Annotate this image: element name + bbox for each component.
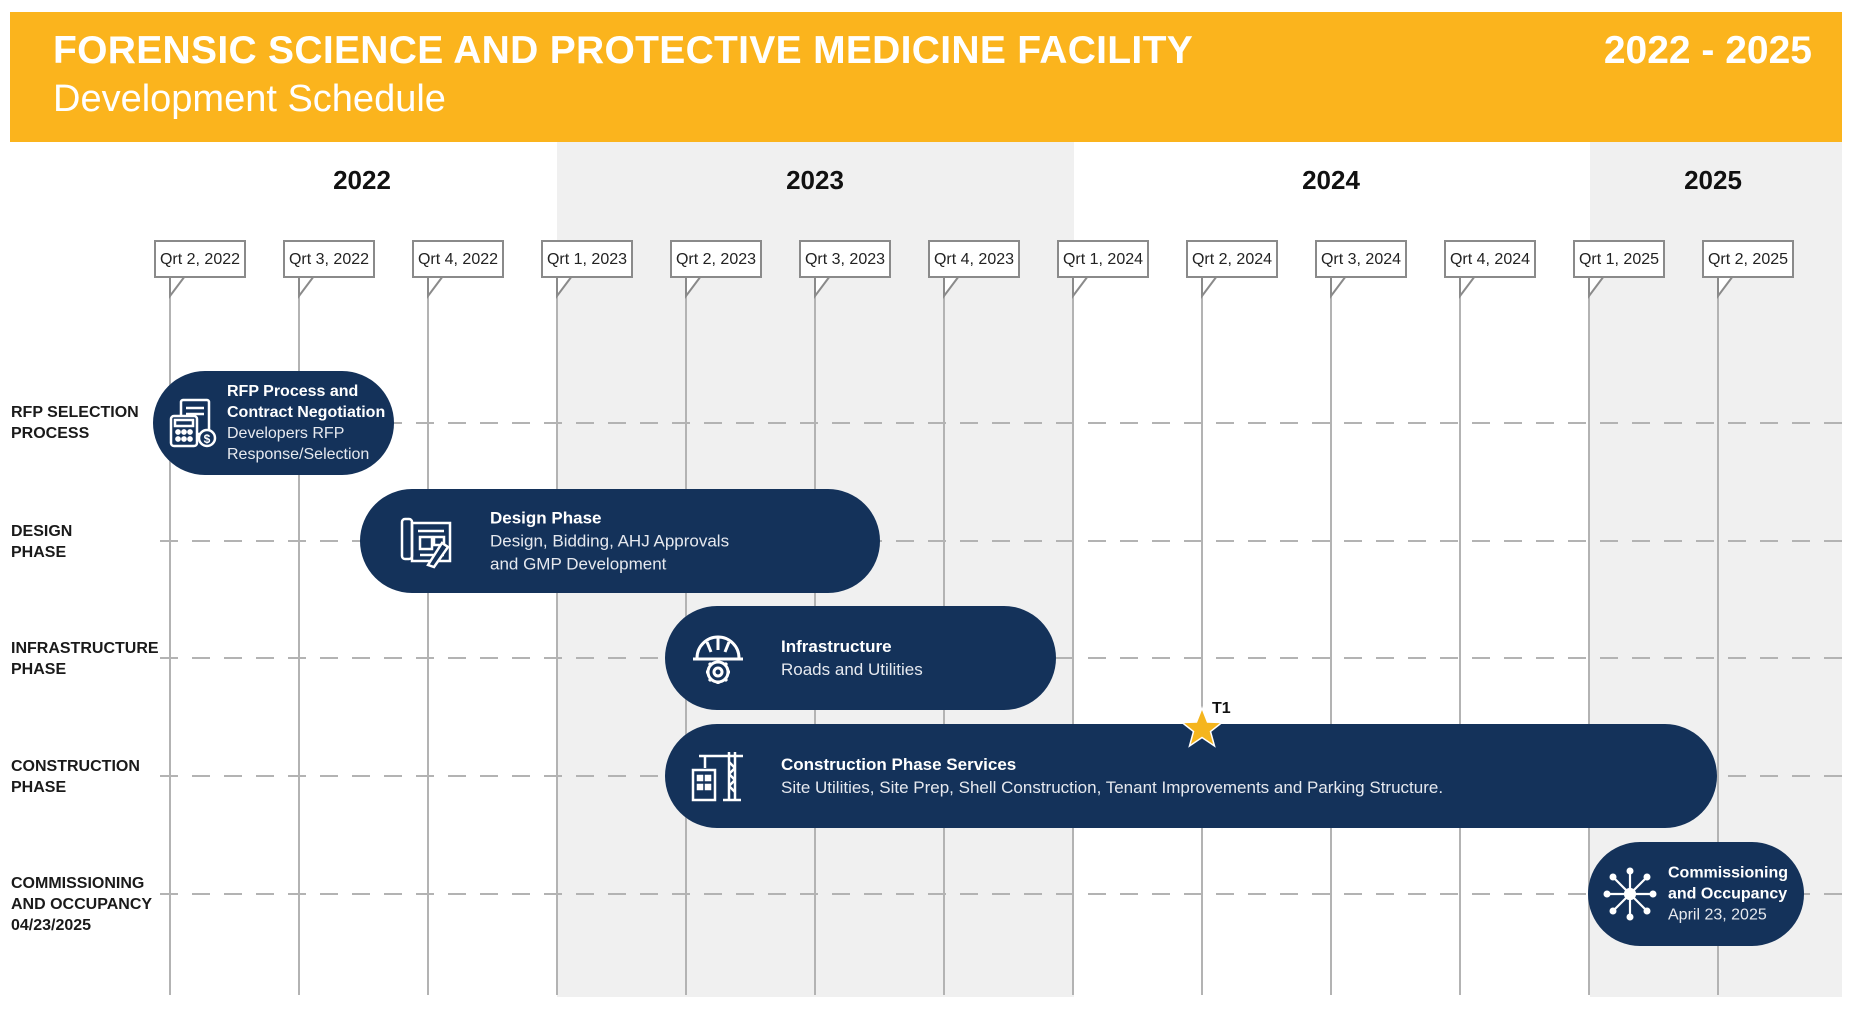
quarter-marker: Qrt 3, 2023 — [799, 240, 891, 278]
quarter-marker-pointer — [1459, 275, 1477, 299]
quarter-marker-pointer — [298, 275, 316, 299]
quarter-marker: Qrt 3, 2024 — [1315, 240, 1407, 278]
quarter-marker-pointer — [685, 275, 703, 299]
milestone-label: T1 — [1212, 700, 1231, 717]
quarter-marker: Qrt 2, 2022 — [154, 240, 246, 278]
phase-infrastructure-description: Roads and Utilities — [781, 660, 923, 679]
quarter-marker-pointer — [169, 275, 187, 299]
hardhat-gear-icon — [693, 635, 743, 684]
blueprint-drafting-icon — [400, 517, 452, 569]
quarter-marker-pointer — [1201, 275, 1219, 299]
row-label-rfp: RFP SELECTION PROCESS — [11, 404, 139, 442]
phase-construction-description: Site Utilities, Site Prep, Shell Constru… — [781, 778, 1444, 797]
phase-construction-title: Construction Phase Services — [781, 755, 1017, 774]
quarter-marker: Qrt 2, 2025 — [1702, 240, 1794, 278]
crane-building-icon — [691, 752, 743, 802]
network-arrows-icon — [1603, 867, 1657, 921]
page-title: FORENSIC SCIENCE AND PROTECTIVE MEDICINE… — [53, 29, 1194, 72]
quarter-marker-pointer — [427, 275, 445, 299]
year-label-2025: 2025 — [1684, 165, 1742, 195]
calculator-document-icon: $ — [169, 398, 217, 448]
quarter-marker: Qrt 4, 2024 — [1444, 240, 1536, 278]
year-label-2024: 2024 — [1302, 165, 1360, 195]
phase-rfp-title: RFP Process and Contract Negotiation — [227, 383, 386, 421]
svg-text:$: $ — [204, 432, 211, 446]
row-label-commissioning: COMMISSIONING AND OCCUPANCY 04/23/2025 — [11, 875, 153, 934]
phase-design-title: Design Phase — [490, 508, 602, 528]
quarter-marker: Qrt 2, 2024 — [1186, 240, 1278, 278]
row-label-construction: CONSTRUCTION PHASE — [11, 758, 140, 796]
phase-rfp-description: Developers RFP Response/Selection — [227, 425, 370, 463]
quarter-marker: Qrt 1, 2024 — [1057, 240, 1149, 278]
quarter-marker: Qrt 3, 2022 — [283, 240, 375, 278]
quarter-marker-pointer — [1072, 275, 1090, 299]
year-range: 2022 - 2025 — [1603, 29, 1812, 72]
quarter-marker-pointer — [1588, 275, 1606, 299]
header-banner: FORENSIC SCIENCE AND PROTECTIVE MEDICINE… — [10, 12, 1842, 142]
row-label-infrastructure: INFRASTRUCTURE PHASE — [11, 640, 159, 678]
phase-commissioning-description: April 23, 2025 — [1668, 906, 1767, 924]
quarter-marker: Qrt 4, 2022 — [412, 240, 504, 278]
row-label-design: DESIGN PHASE — [11, 523, 73, 561]
page-subtitle: Development Schedule — [53, 78, 446, 120]
phase-commissioning-title: Commissioning and Occupancy — [1668, 864, 1789, 903]
star-icon — [1180, 706, 1224, 748]
quarter-marker-pointer — [556, 275, 574, 299]
phase-design-description: Design, Bidding, AHJ Approvals and GMP D… — [490, 531, 730, 574]
phase-infrastructure-title: Infrastructure — [781, 637, 892, 656]
quarter-marker-pointer — [1717, 275, 1735, 299]
quarter-marker: Qrt 1, 2025 — [1573, 240, 1665, 278]
phase-design-bar: Design Phase Design, Bidding, AHJ Approv… — [360, 489, 880, 593]
phase-infrastructure-bar: Infrastructure Roads and Utilities — [665, 606, 1056, 710]
phase-rfp-bar: $ RFP Process and Contract Negotiation D… — [153, 371, 394, 475]
quarter-marker-pointer — [1330, 275, 1348, 299]
quarter-marker-pointer — [943, 275, 961, 299]
quarter-marker: Qrt 1, 2023 — [541, 240, 633, 278]
year-label-2022: 2022 — [333, 165, 391, 195]
quarter-marker: Qrt 2, 2023 — [670, 240, 762, 278]
phase-commissioning-bar: Commissioning and Occupancy April 23, 20… — [1588, 842, 1804, 946]
quarter-marker-pointer — [814, 275, 832, 299]
year-label-2023: 2023 — [786, 165, 844, 195]
quarter-marker: Qrt 4, 2023 — [928, 240, 1020, 278]
